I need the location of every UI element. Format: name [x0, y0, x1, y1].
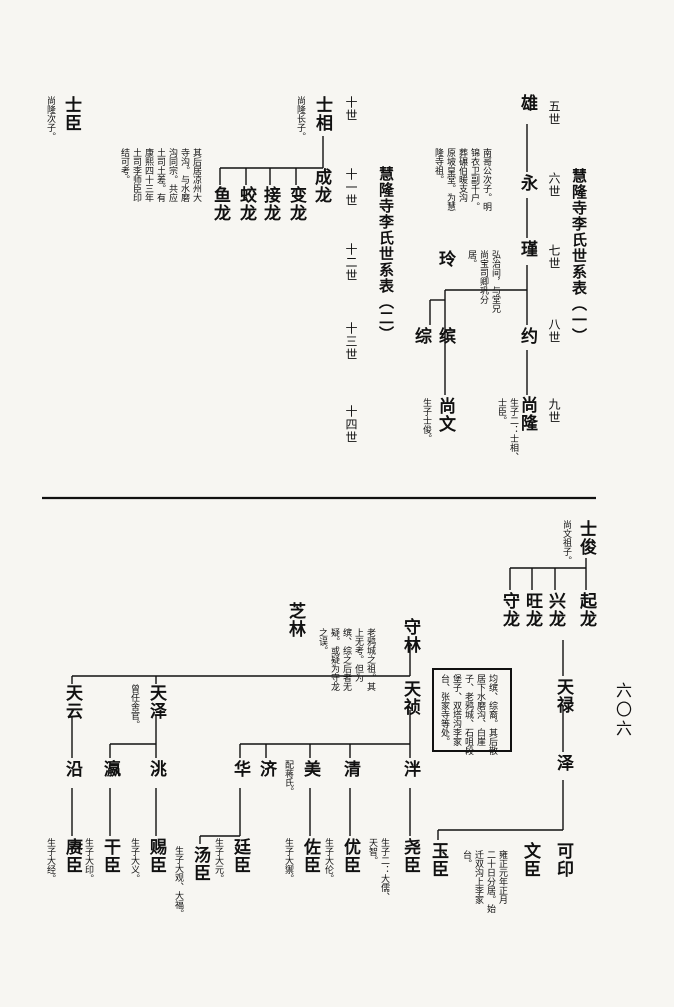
person-bin: 缤	[435, 327, 455, 345]
person-shoulong: 守龙	[499, 592, 519, 628]
note-xiong: 南哥公次子。明 锦衣卫副千户。 葬碾伯暖支沟 原坡皇堂。为慧 隆寺祖。	[433, 148, 491, 211]
note-shixiang: 尚隆长子。	[295, 96, 305, 141]
person-tianyun: 天云	[62, 684, 82, 720]
person-shoulin: 守林	[400, 618, 420, 654]
note-shijun: 尚文祖子。	[561, 520, 571, 565]
gen-label-7: 七世	[547, 244, 561, 270]
person-yulong: 鱼龙	[210, 186, 230, 222]
note-cichen: 生子大义。	[129, 838, 139, 883]
note-shoulin: 老鸦城之祖。其 上无考。但为 缤、综之后者无 疑。或疑为守龙 之误。	[317, 628, 375, 691]
person-qing: 清	[340, 760, 360, 778]
person-keyin: 可印	[553, 842, 573, 878]
person-ganchen: 干臣	[100, 838, 120, 874]
person-tianlu: 天禄	[553, 678, 573, 714]
note-keyin: 雍正元年正月 二十日分居。始 迁双沟上李家 台。	[461, 850, 507, 913]
person-ling: 玲	[435, 250, 455, 268]
person-chenglong: 成龙	[311, 168, 331, 204]
person-zong: 综	[411, 327, 431, 345]
person-xiong: 雄	[517, 94, 537, 112]
note-shangwen: 生子士俊。	[421, 398, 431, 443]
person-yue: 约	[517, 327, 537, 345]
note-gengchen: 生子大经。	[45, 838, 55, 883]
person-jin: 瑾	[517, 240, 537, 258]
gen-label-12: 十二世	[344, 243, 358, 282]
person-gengchen: 赓臣	[62, 838, 82, 874]
person-shijun: 士俊	[576, 520, 596, 556]
note-tianze: 曾任舍官。	[129, 684, 139, 729]
person-yaochen: 尧臣	[400, 838, 420, 874]
person-hua: 华	[230, 760, 250, 778]
note-tangchen: 生子大观、大福。	[173, 846, 183, 918]
person-ying: 瀛	[100, 760, 120, 778]
person-youchen: 优臣	[340, 838, 360, 874]
gen-label-13: 十三世	[344, 322, 358, 361]
gen-label-8: 八世	[547, 318, 561, 344]
person-shixiang: 士相	[312, 96, 332, 132]
person-tiao: 洮	[146, 760, 166, 778]
person-jielong: 接龙	[260, 186, 280, 222]
person-ze: 泽	[553, 754, 573, 772]
note-descendants-box: 均缤、综裔。其后散 居下水磨沟、白崖 子、老鸦城、石咀段 堡子、双塔沟李家 台、…	[439, 674, 497, 755]
note-yaochen: 生子二：大儒、 天智。	[367, 838, 389, 901]
person-mei: 美	[300, 760, 320, 778]
person-cichen: 赐臣	[146, 838, 166, 874]
person-ji: 济	[256, 760, 276, 778]
gen-label-5: 五世	[547, 100, 561, 126]
person-xinglong: 兴龙	[545, 592, 565, 628]
person-shanglong: 尚隆	[517, 396, 537, 432]
person-yong: 永	[517, 174, 537, 192]
note-yulong: 其后居凉州大 寺沟。与水磨 沟同宗。共应 土司土差。有 康熙四十三年 土司李师臣…	[119, 148, 201, 202]
note-zuochen: 生子大禦。	[283, 838, 293, 883]
person-wanglong: 旺龙	[522, 592, 542, 628]
person-yan: 沿	[62, 760, 82, 778]
note-tingchen: 生子大元。	[213, 838, 223, 883]
gen-label-11: 十一世	[344, 168, 358, 207]
person-zhilin: 芝林	[285, 602, 305, 638]
table2-title: 慧隆寺李氏世系表（二）	[377, 166, 395, 342]
table1-title: 慧隆寺李氏世系表（一）	[570, 168, 588, 344]
note-mei: 配蒋氏。	[283, 760, 293, 796]
note-shanglong: 生子二：士相、 士臣。	[496, 398, 518, 461]
gen-label-14: 十四世	[344, 405, 358, 444]
person-wenchen: 文臣	[520, 842, 540, 878]
gen-label-6: 六世	[547, 172, 561, 198]
person-tingchen: 廷臣	[230, 838, 250, 874]
page-number: 六〇六	[613, 682, 632, 739]
person-qilong: 起龙	[576, 592, 596, 628]
person-tianze: 天泽	[146, 684, 166, 720]
person-tianzhen: 天祯	[400, 680, 420, 716]
note-shichen: 尚隆次子。	[45, 96, 55, 141]
note-ganchen: 生子大印。	[83, 838, 93, 883]
person-bianlong: 变龙	[286, 186, 306, 222]
person-zuochen: 佐臣	[300, 838, 320, 874]
gen-label-10: 十世	[344, 96, 358, 122]
person-jiaolong: 蛟龙	[236, 186, 256, 222]
descendants-box	[432, 668, 512, 752]
person-tangchen: 汤臣	[190, 846, 210, 882]
person-pan: 泮	[400, 760, 420, 778]
person-shichen: 士臣	[61, 96, 81, 132]
note-youchen: 生子大伦。	[323, 838, 333, 883]
gen-label-9: 九世	[547, 398, 561, 424]
note-jin: 弘治间，与堂兄 尚宝司卿巩分 居。	[466, 250, 500, 313]
person-yuchen: 玉臣	[428, 842, 448, 878]
person-shangwen: 尚文	[435, 397, 455, 433]
